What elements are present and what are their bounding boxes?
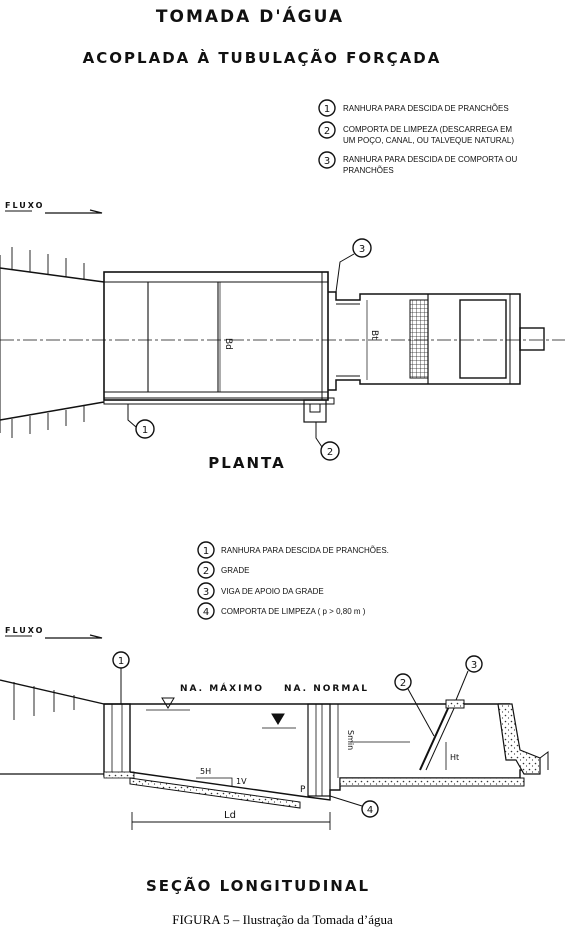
dim-ld: Ld — [224, 810, 236, 821]
penstock — [519, 327, 545, 351]
rack-support-beam — [445, 699, 465, 709]
trash-rack — [409, 299, 429, 379]
callout-3: 3 — [471, 660, 477, 671]
callout-4: 4 — [367, 805, 373, 816]
outlet-wall — [497, 703, 541, 775]
drawing-title: TOMADA D'ÁGUA — [156, 5, 344, 27]
plan-view: FLUXO — [0, 201, 565, 472]
legend-marker-1 — [318, 99, 336, 117]
legend-number: 1 — [203, 546, 209, 557]
drawing-subtitle: ACOPLADA À TUBULAÇÃO FORÇADA — [83, 48, 442, 67]
dim-smin: Smin — [346, 730, 355, 750]
legend-text: PRANCHÕES — [343, 166, 394, 175]
legend-number: 3 — [203, 587, 209, 598]
legend-number: 2 — [203, 566, 209, 577]
section-legend: 1 RANHURA PARA DESCIDA DE PRANCHÕES. 2 G… — [197, 541, 389, 620]
legend-marker-3 — [318, 151, 336, 169]
legend-text: RANHURA PARA DESCIDA DE PRANCHÕES — [343, 104, 509, 113]
plan-legend: 1 RANHURA PARA DESCIDA DE PRANCHÕES 2 CO… — [318, 99, 517, 175]
callout-2: 2 — [327, 447, 333, 458]
legend-marker-2 — [318, 121, 336, 139]
dim-p: P — [300, 785, 306, 795]
plan-title: PLANTA — [208, 454, 285, 472]
legend-text: VIGA DE APOIO DA GRADE — [221, 587, 324, 596]
legend-text: RANHURA PARA DESCIDA DE COMPORTA OU — [343, 155, 517, 164]
intake-chamber — [103, 271, 329, 401]
gate-chamber — [459, 299, 507, 379]
flow-arrow — [45, 209, 103, 214]
callout-1: 1 — [118, 656, 124, 667]
legend-text: COMPORTA DE LIMPEZA ( p > 0,80 m ) — [221, 607, 366, 616]
legend-text: COMPORTA DE LIMPEZA (DESCARREGA EM — [343, 125, 512, 134]
flow-arrow — [45, 634, 103, 639]
dim-bd: Bd — [223, 338, 233, 350]
legend-number: 4 — [203, 607, 209, 618]
section-title: SEÇÃO LONGITUDINAL — [146, 876, 370, 895]
dim-bt: Bt — [369, 330, 379, 340]
cleaning-gate — [307, 703, 331, 797]
figure-caption: FIGURA 5 – Ilustração da Tomada d’água — [172, 912, 393, 927]
na-normal-label: NA. NORMAL — [284, 684, 369, 694]
slope-v-label: 1V — [236, 777, 247, 786]
legend-number: 3 — [324, 156, 330, 167]
dim-ht: Ht — [450, 753, 459, 762]
na-max-label: NA. MÁXIMO — [180, 682, 264, 694]
callout-1: 1 — [142, 425, 148, 436]
flow-label: FLUXO — [5, 626, 44, 635]
callout-2: 2 — [400, 678, 406, 689]
legend-number: 1 — [324, 104, 330, 115]
section-view: FLUXO NA. MÁXIMO — [0, 626, 549, 895]
flow-label: FLUXO — [5, 201, 44, 210]
slope-h-label: 5H — [200, 767, 211, 776]
legend-text: RANHURA PARA DESCIDA DE PRANCHÕES. — [221, 546, 389, 555]
legend-text: GRADE — [221, 566, 249, 575]
callout-3: 3 — [359, 244, 365, 255]
legend-number: 2 — [324, 126, 330, 137]
legend-text: UM POÇO, CANAL, OU TALVEQUE NATURAL) — [343, 136, 514, 145]
plank-groove — [103, 703, 131, 777]
cleaning-gate — [303, 399, 327, 423]
